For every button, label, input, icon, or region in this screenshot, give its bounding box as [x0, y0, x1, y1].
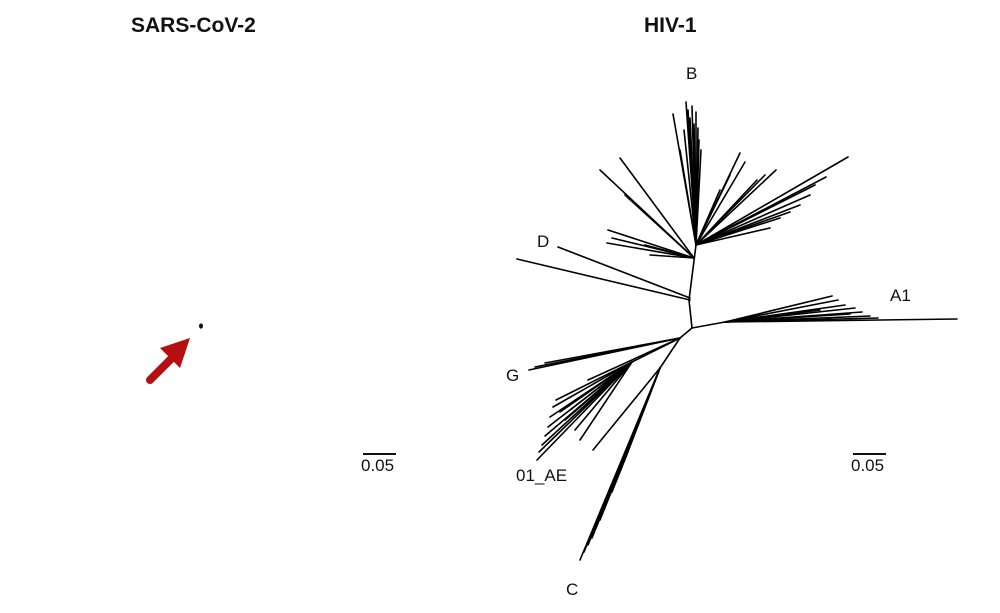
clade-01-ae-branches: [536, 361, 633, 461]
clade-a1-branches: [724, 295, 958, 323]
upper-right-branches: [695, 152, 849, 246]
clade-label-01-ae: 01_AE: [516, 466, 568, 485]
clade-label-b: B: [686, 64, 698, 83]
clade-d-branches: [516, 246, 691, 301]
clade-label-a1: A1: [890, 286, 911, 305]
clade-label-g: G: [506, 366, 520, 385]
sars-cov-2-tree-dot: [199, 323, 203, 329]
left-scale-bar: [363, 453, 396, 455]
right-scale-label: 0.05: [851, 456, 885, 475]
hiv-1-tree: [516, 101, 958, 561]
sars-cov-2-title: SARS-CoV-2: [131, 14, 256, 37]
clade-b-branches: [672, 101, 702, 246]
red-arrow-icon: [146, 338, 190, 384]
right-scale-bar: [853, 453, 886, 455]
clade-label-c: C: [566, 580, 579, 599]
upper-left-branches: [599, 157, 695, 259]
clade-g-branches: [528, 337, 681, 381]
hiv-1-title: HIV-1: [644, 14, 697, 37]
clade-c-branches: [579, 367, 661, 561]
left-scale-label: 0.05: [361, 456, 395, 475]
clade-label-d: D: [537, 232, 550, 251]
